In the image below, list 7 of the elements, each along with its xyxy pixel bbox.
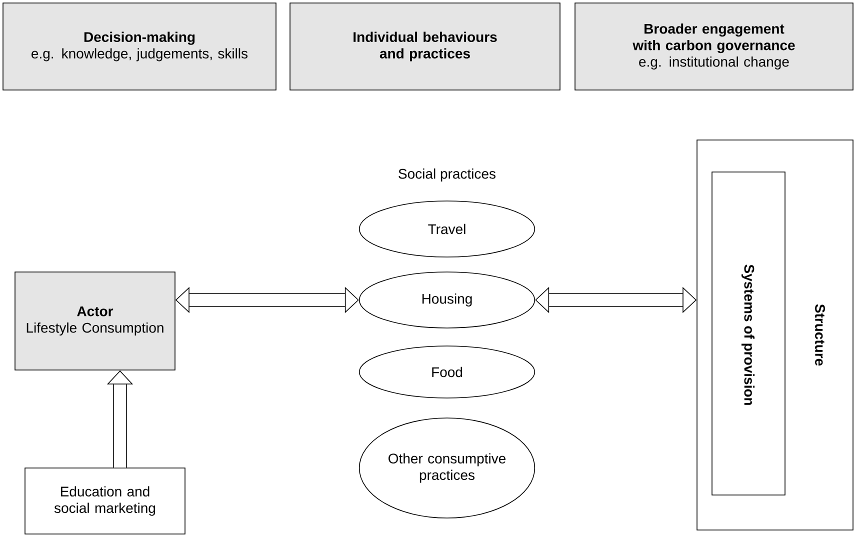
group-label: Social practices (398, 168, 496, 182)
actor-box: Actor Lifestyle Consumption (14, 272, 176, 370)
heading-box: Individual behaviours and practices (290, 2, 560, 90)
heading-box: Decision-making e.g. knowledge, judgements, skills (2, 2, 276, 90)
heading-box: Broader engagement with carbon governance e.g. institutional change (574, 2, 854, 90)
process-box: Education and social marketing (24, 468, 186, 534)
provision-box: Systems of provision (712, 172, 786, 496)
